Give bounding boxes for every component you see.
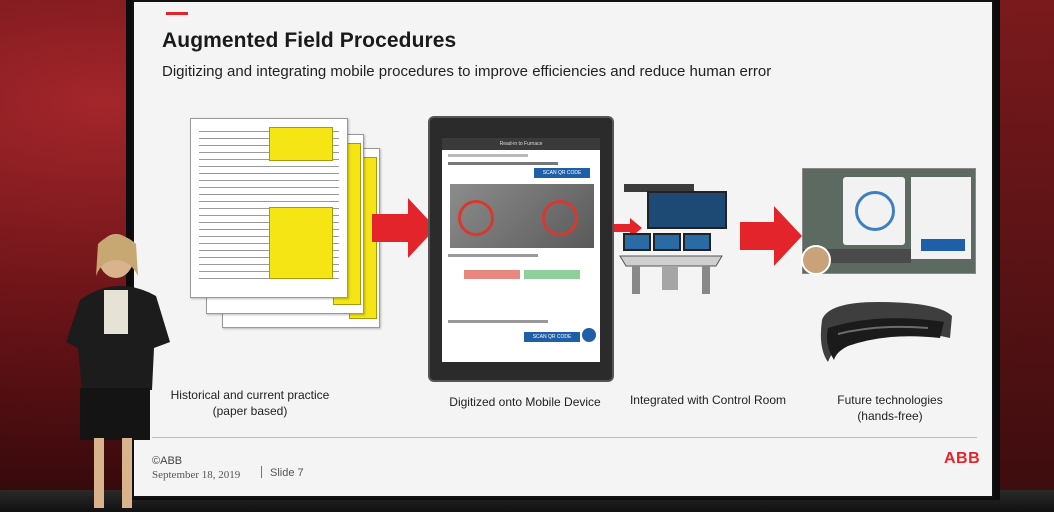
control-room-console-icon [618, 180, 728, 300]
ar-view-screenshot [802, 168, 976, 274]
arrow-right-icon [372, 198, 438, 258]
floating-action-icon[interactable] [582, 328, 596, 342]
tablet-screen: SCAN QR CODE SCAN QR CODE [442, 150, 600, 362]
presenter-figure [60, 230, 180, 512]
scan-qr-button-2[interactable]: SCAN QR CODE [524, 332, 580, 342]
slide-title: Augmented Field Procedures [162, 29, 456, 53]
stage-caption-future: Future technologies (hands-free) [820, 392, 960, 424]
stage-caption-mobile: Digitized onto Mobile Device [440, 394, 610, 410]
hololens-headset-icon [818, 298, 956, 370]
title-accent-bar [166, 12, 188, 15]
slide-subtitle: Digitizing and integrating mobile proced… [162, 63, 771, 80]
mobile-tablet-device: Read-in to Furnace SCAN QR CODE SCAN QR … [430, 118, 612, 380]
avatar [801, 245, 831, 275]
arrow-right-icon [740, 206, 804, 266]
tablet-header: Read-in to Furnace [442, 138, 600, 150]
stage-caption-paper: Historical and current practice (paper b… [170, 387, 330, 419]
stage-caption-control-room: Integrated with Control Room [622, 392, 794, 408]
paper-form-front [190, 118, 348, 298]
auditorium-wall-right [994, 0, 1054, 512]
equipment-photo [450, 184, 594, 248]
footer-slide-number: Slide 7 [270, 467, 304, 479]
footer-separator [261, 466, 262, 478]
scan-qr-button[interactable]: SCAN QR CODE [534, 168, 590, 178]
footer-divider [152, 437, 977, 438]
abb-logo: ABB [944, 450, 980, 468]
